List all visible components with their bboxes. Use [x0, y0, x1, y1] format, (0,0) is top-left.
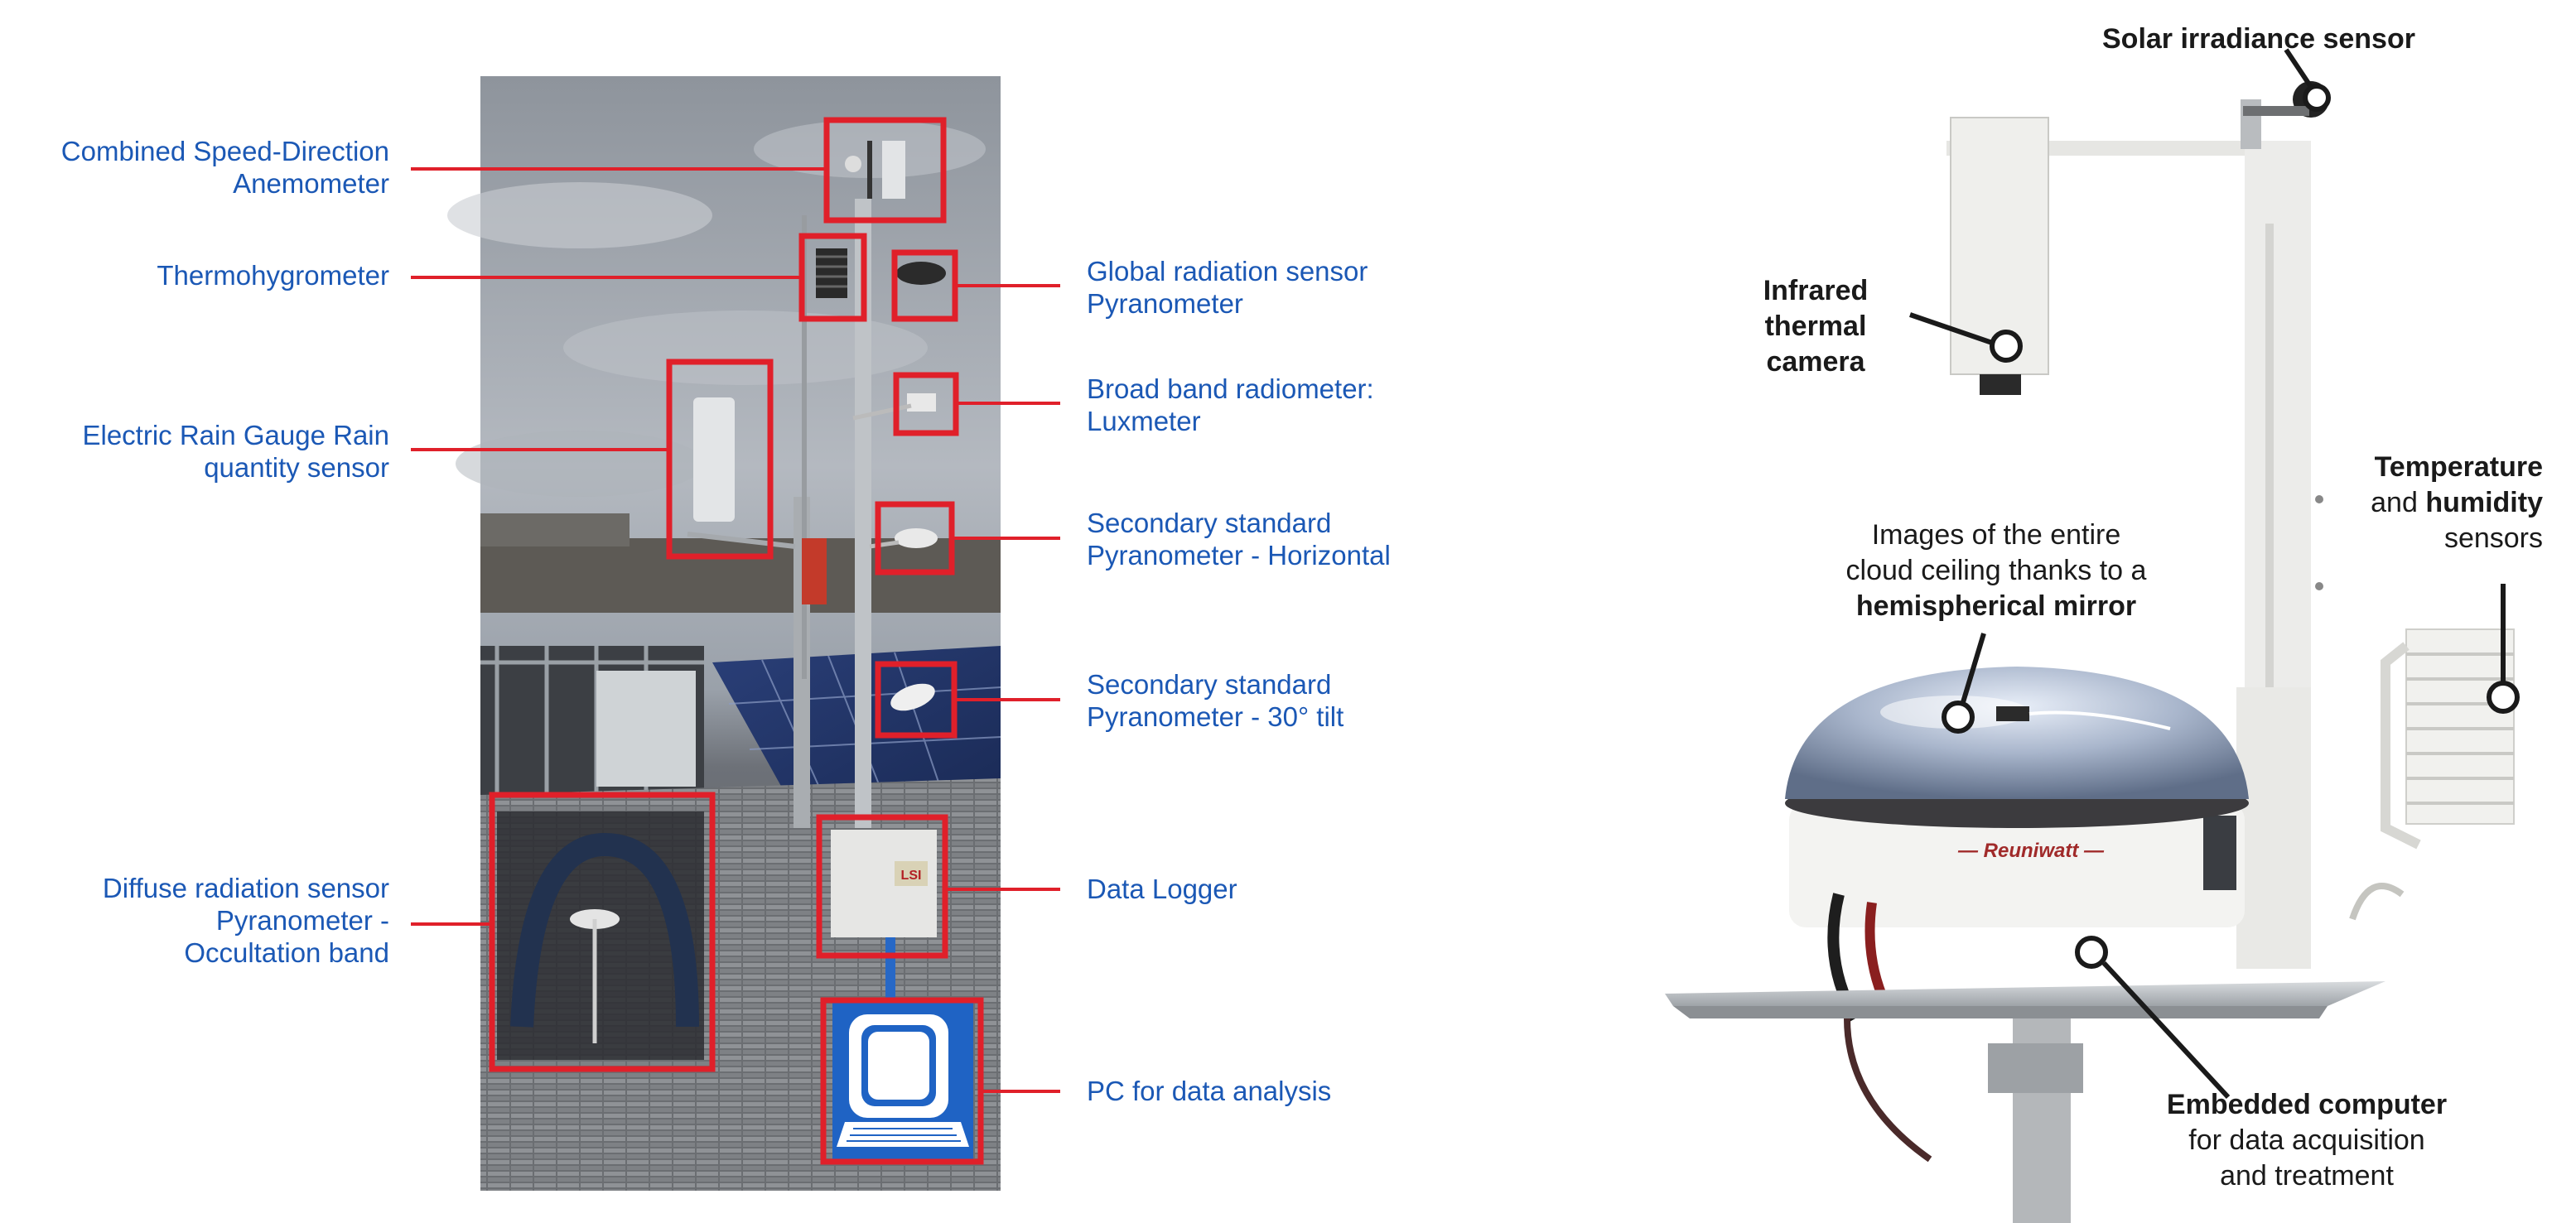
label-global-radiation: Global radiation sensor Pyranometer [1087, 256, 1368, 319]
label-secondary-tilt: Secondary standard Pyranometer - 30° til… [1087, 669, 1344, 732]
label-infrared-camera: Infrared thermal camera [1763, 275, 1869, 378]
label-rain-gauge: Electric Rain Gauge Rain quantity sensor [82, 420, 389, 483]
label-hemispherical-mirror: Images of the entire cloud ceiling thank… [1845, 519, 2147, 622]
callouts-right [1909, 48, 2520, 1100]
box-rain-gauge [666, 359, 774, 560]
label-pc: PC for data analysis [1087, 1076, 1332, 1106]
box-data-logger [816, 814, 948, 959]
box-diffuse [489, 792, 716, 1072]
label-diffuse-radiation: Diffuse radiation sensor Pyranometer - O… [102, 873, 389, 968]
weather-station-photo: LSI [447, 76, 1001, 1191]
label-solar-irradiance: Solar irradiance sensor [2102, 23, 2415, 55]
label-secondary-horizontal: Secondary standard Pyranometer - Horizon… [1087, 508, 1391, 571]
label-thermohygrometer: Thermohygrometer [157, 260, 389, 291]
label-broad-band: Broad band radiometer: Luxmeter [1087, 373, 1374, 436]
box-pc [820, 997, 984, 1165]
label-anemometer: Combined Speed-Direction Anemometer [60, 136, 389, 199]
logger-brand-text: LSI [901, 869, 922, 883]
brand-text: — Reuniwatt — [1957, 840, 2105, 862]
leader-lines-left [411, 167, 1060, 1093]
highlight-boxes [489, 117, 984, 1165]
label-data-logger: Data Logger [1087, 874, 1237, 904]
sky-imager-photo: — Reuniwatt — [1665, 81, 2515, 1223]
label-embedded-computer: Embedded computer for data acquisition a… [2166, 1089, 2448, 1192]
label-temperature-humidity: Temperature and humidity sensors [2371, 451, 2543, 554]
pc-icon [832, 1002, 973, 1159]
